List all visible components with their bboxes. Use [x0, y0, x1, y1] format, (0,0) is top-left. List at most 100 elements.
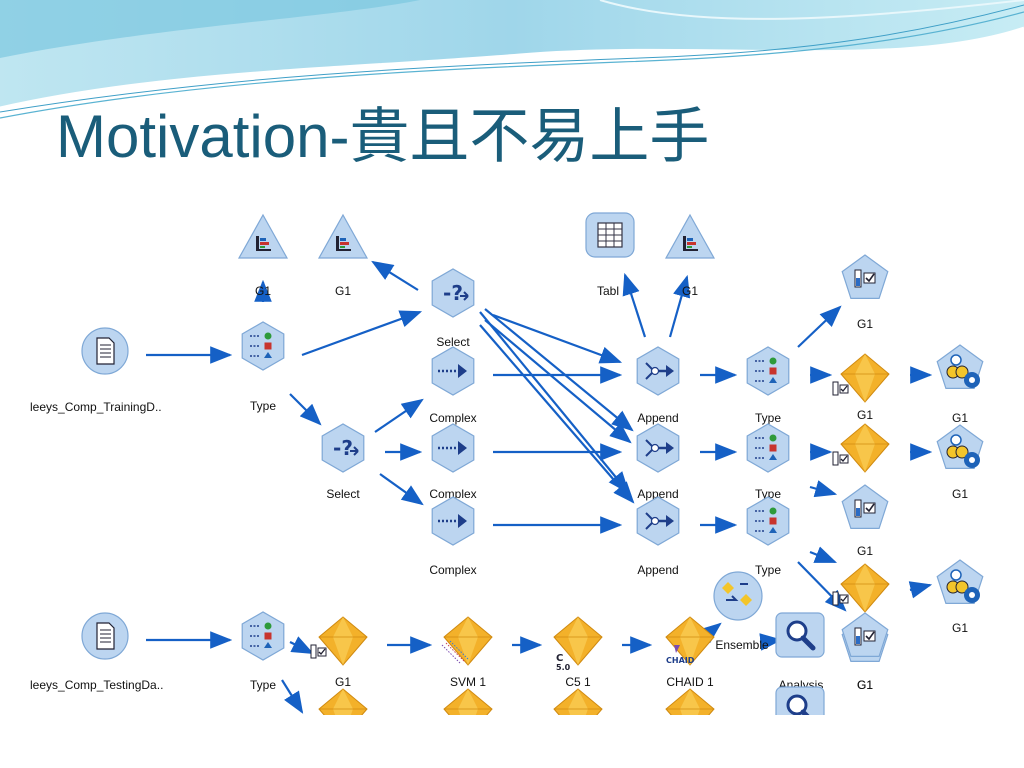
stream-node-g1j[interactable]: [932, 344, 988, 394]
node-label: G1: [951, 411, 969, 425]
node-label: SVM 1: [449, 675, 487, 689]
stream-node-cutoff-analysis[interactable]: [772, 686, 828, 715]
stream-node-type1[interactable]: [235, 321, 291, 372]
connection-arrow: [622, 272, 647, 338]
stream-node-g1d[interactable]: [837, 254, 893, 304]
type-icon: [740, 495, 796, 551]
auto-model-icon: [932, 342, 988, 398]
analysis-icon: [772, 684, 828, 715]
model-nugget-icon: [662, 687, 718, 715]
stream-node-cutoff[interactable]: [440, 688, 496, 715]
connection-arrow: [492, 313, 623, 364]
stream-node-type5[interactable]: [235, 611, 291, 662]
source-file-icon: [77, 610, 133, 666]
connection-arrow: [908, 581, 933, 599]
stream-node-analysis[interactable]: [772, 612, 828, 662]
graph-icon: [315, 212, 371, 268]
connection-arrow: [484, 319, 632, 444]
svg-text:-?: -?: [333, 436, 353, 460]
stream-node-select1[interactable]: -?: [425, 268, 481, 319]
node-label: Tabl: [596, 284, 620, 298]
chaid-nugget-icon: CHAID: [662, 615, 718, 671]
header-wave-decoration: [0, 0, 1024, 119]
connection-arrow: [484, 308, 634, 432]
modeling-icon: [837, 252, 893, 308]
node-label: Type: [754, 563, 782, 577]
select-icon: -?: [315, 422, 371, 478]
stream-node-g1a[interactable]: [235, 213, 291, 264]
connection-arrow: [797, 305, 842, 348]
auto-model-icon: [932, 557, 988, 613]
connection-arrow: [479, 311, 630, 494]
stream-node-g1h[interactable]: [832, 563, 893, 614]
node-label: G1: [856, 544, 874, 558]
type-icon: [235, 320, 291, 376]
stream-node-g1c[interactable]: [662, 213, 718, 264]
source-file-icon: [77, 325, 133, 381]
stream-node-src-train[interactable]: [77, 327, 133, 377]
stream-node-chaid1[interactable]: CHAID: [662, 616, 718, 667]
node-label: G1: [856, 678, 874, 692]
stream-node-type2[interactable]: [740, 346, 796, 397]
type-icon: [235, 610, 291, 666]
stream-node-table[interactable]: [582, 212, 638, 262]
stream-node-g1e[interactable]: [832, 353, 893, 404]
svg-text:-?: -?: [443, 281, 463, 305]
stream-connections: [146, 260, 933, 714]
node-label: G1: [254, 284, 272, 298]
node-label: G1: [334, 284, 352, 298]
node-label: leeys_Comp_TestingDa..: [30, 678, 164, 692]
analysis-icon: [772, 610, 828, 666]
stream-node-svm1[interactable]: [440, 616, 496, 667]
stream-node-complex3[interactable]: [425, 496, 481, 547]
stream-node-type3[interactable]: [740, 423, 796, 474]
node-label: Append: [637, 563, 679, 577]
complex-icon: [425, 495, 481, 551]
stream-node-g1m[interactable]: [310, 616, 371, 667]
stream-node-cutoff[interactable]: [550, 688, 606, 715]
stream-node-g1l[interactable]: [932, 559, 988, 609]
stream-node-ensemble[interactable]: [710, 571, 766, 622]
node-label: Select: [436, 335, 470, 349]
node-label: G1: [951, 487, 969, 501]
node-label: G1: [681, 284, 699, 298]
stream-node-append3[interactable]: [630, 496, 686, 547]
stream-node-g1n[interactable]: [837, 612, 893, 662]
model-nugget-icon: [310, 615, 371, 671]
node-label: Ensemble: [715, 638, 769, 652]
node-label: C5 1: [565, 675, 591, 689]
stream-node-g1k[interactable]: [932, 424, 988, 474]
connection-arrow: [289, 393, 322, 426]
node-label: Type: [754, 487, 782, 501]
stream-node-select2[interactable]: -?: [315, 423, 371, 474]
model-nugget-icon: [550, 687, 606, 715]
node-label: CHAID 1: [666, 675, 714, 689]
model-nugget-icon: [832, 562, 893, 618]
complex-icon: [425, 345, 481, 401]
append-icon: [630, 495, 686, 551]
stream-node-g1f[interactable]: [832, 423, 893, 474]
stream-node-append2[interactable]: [630, 423, 686, 474]
graph-icon: [235, 212, 291, 268]
stream-node-append1[interactable]: [630, 346, 686, 397]
stream-node-complex2[interactable]: [425, 423, 481, 474]
node-label: Type: [249, 399, 277, 413]
stream-node-g1b[interactable]: [315, 213, 371, 264]
node-label: Complex: [429, 563, 477, 577]
stream-node-g1g[interactable]: [837, 484, 893, 534]
svg-text:CHAID: CHAID: [666, 656, 695, 665]
stream-node-cutoff[interactable]: [662, 688, 718, 715]
node-label: leeys_Comp_TrainingD..: [30, 400, 162, 414]
model-nugget-icon: [832, 352, 893, 408]
ensemble-icon: [710, 570, 766, 626]
stream-node-type4[interactable]: [740, 496, 796, 547]
stream-node-cutoff[interactable]: [315, 688, 371, 715]
node-label: G1: [856, 317, 874, 331]
svg-text:5.0: 5.0: [556, 663, 571, 672]
stream-node-complex1[interactable]: [425, 346, 481, 397]
stream-node-src-test[interactable]: [77, 612, 133, 662]
type-icon: [740, 345, 796, 401]
